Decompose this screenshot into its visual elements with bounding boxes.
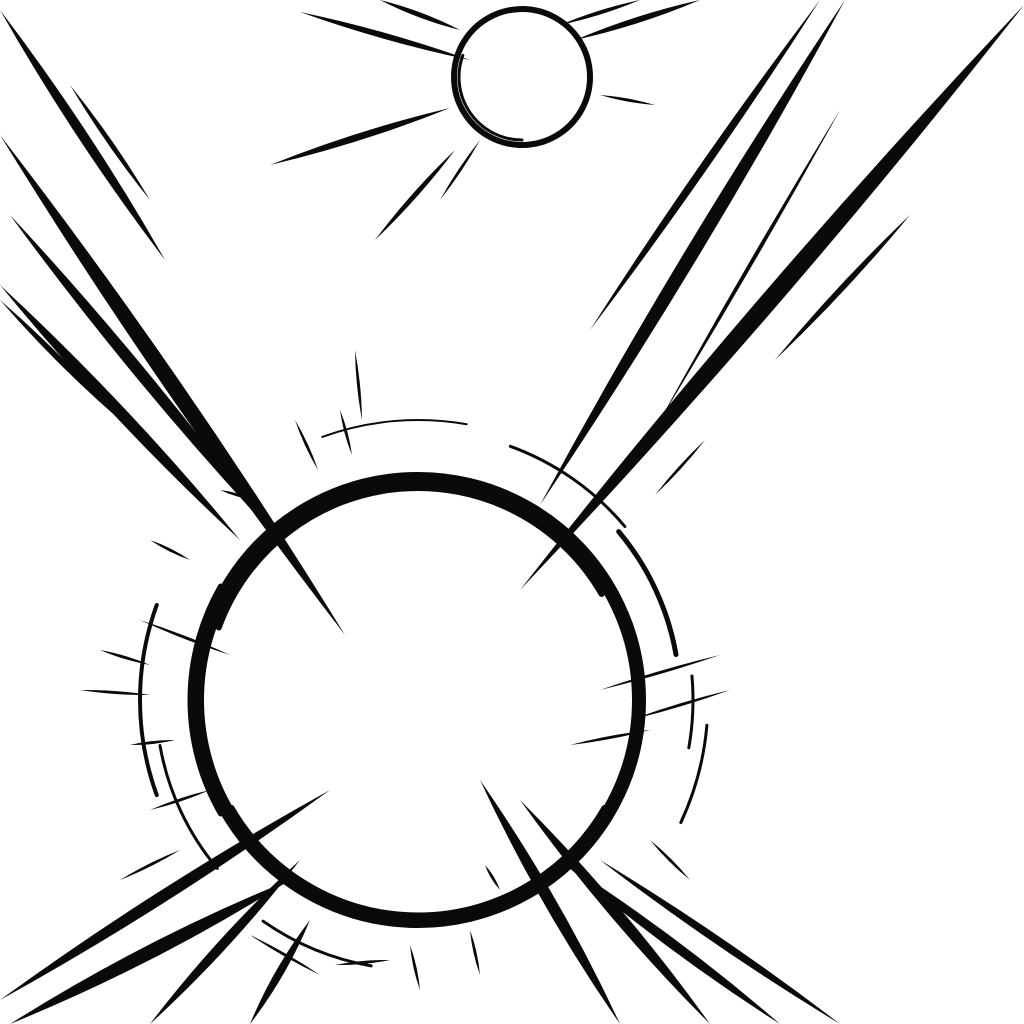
large-ring [138, 419, 709, 968]
streak [480, 780, 620, 1024]
dash-mark [470, 930, 480, 975]
streak [270, 108, 450, 165]
ring-stroke [321, 419, 468, 438]
dash-mark [220, 490, 255, 500]
ring-stroke [138, 602, 159, 798]
dash-mark [80, 689, 150, 696]
streak [10, 880, 290, 1024]
ring-stroke [457, 53, 524, 142]
dash-mark [100, 650, 150, 665]
dash-mark [410, 945, 420, 990]
ring-stroke [687, 674, 695, 750]
dash-mark [355, 350, 362, 420]
ring-stroke [508, 444, 627, 528]
streak [375, 150, 455, 240]
dash-mark [630, 690, 730, 720]
dash-mark [570, 730, 650, 745]
streak [655, 440, 705, 495]
streak [10, 215, 270, 530]
ring-stroke [679, 723, 709, 825]
streak [380, 0, 460, 30]
ring-stroke [616, 529, 679, 658]
streak [0, 285, 240, 540]
dash-mark [485, 865, 500, 890]
streak [600, 860, 840, 1024]
streak [0, 300, 120, 420]
streak [150, 860, 300, 1024]
dash-mark [340, 410, 352, 455]
dash-mark [120, 850, 180, 880]
ring-stroke [187, 583, 224, 817]
streak [600, 95, 655, 105]
streak [560, 860, 780, 1024]
dash-mark [650, 840, 690, 880]
ring-stroke [158, 743, 219, 870]
streak [575, 0, 700, 40]
dash-mark [335, 959, 390, 966]
streak [590, 0, 820, 330]
streak [660, 110, 840, 420]
streak [560, 0, 640, 25]
streak [250, 920, 310, 1024]
dash-mark [140, 620, 230, 655]
dash-mark [130, 739, 175, 746]
small-ring [451, 5, 593, 148]
radial-dashes [80, 350, 730, 990]
streak [775, 215, 910, 360]
streak [0, 10, 165, 260]
streak [540, 0, 845, 505]
streak [300, 12, 470, 60]
dash-mark [295, 420, 318, 470]
streak [440, 140, 480, 200]
streak [70, 85, 150, 200]
dash-mark [150, 540, 190, 560]
dash-mark [150, 790, 210, 810]
streak [0, 135, 345, 635]
streak [520, 5, 1024, 590]
ring-stroke [451, 5, 593, 148]
dash-mark [250, 935, 320, 975]
ring-stroke [215, 485, 605, 631]
ring-stroke [229, 805, 607, 918]
dash-mark [600, 655, 720, 690]
ring-stroke [190, 471, 646, 928]
